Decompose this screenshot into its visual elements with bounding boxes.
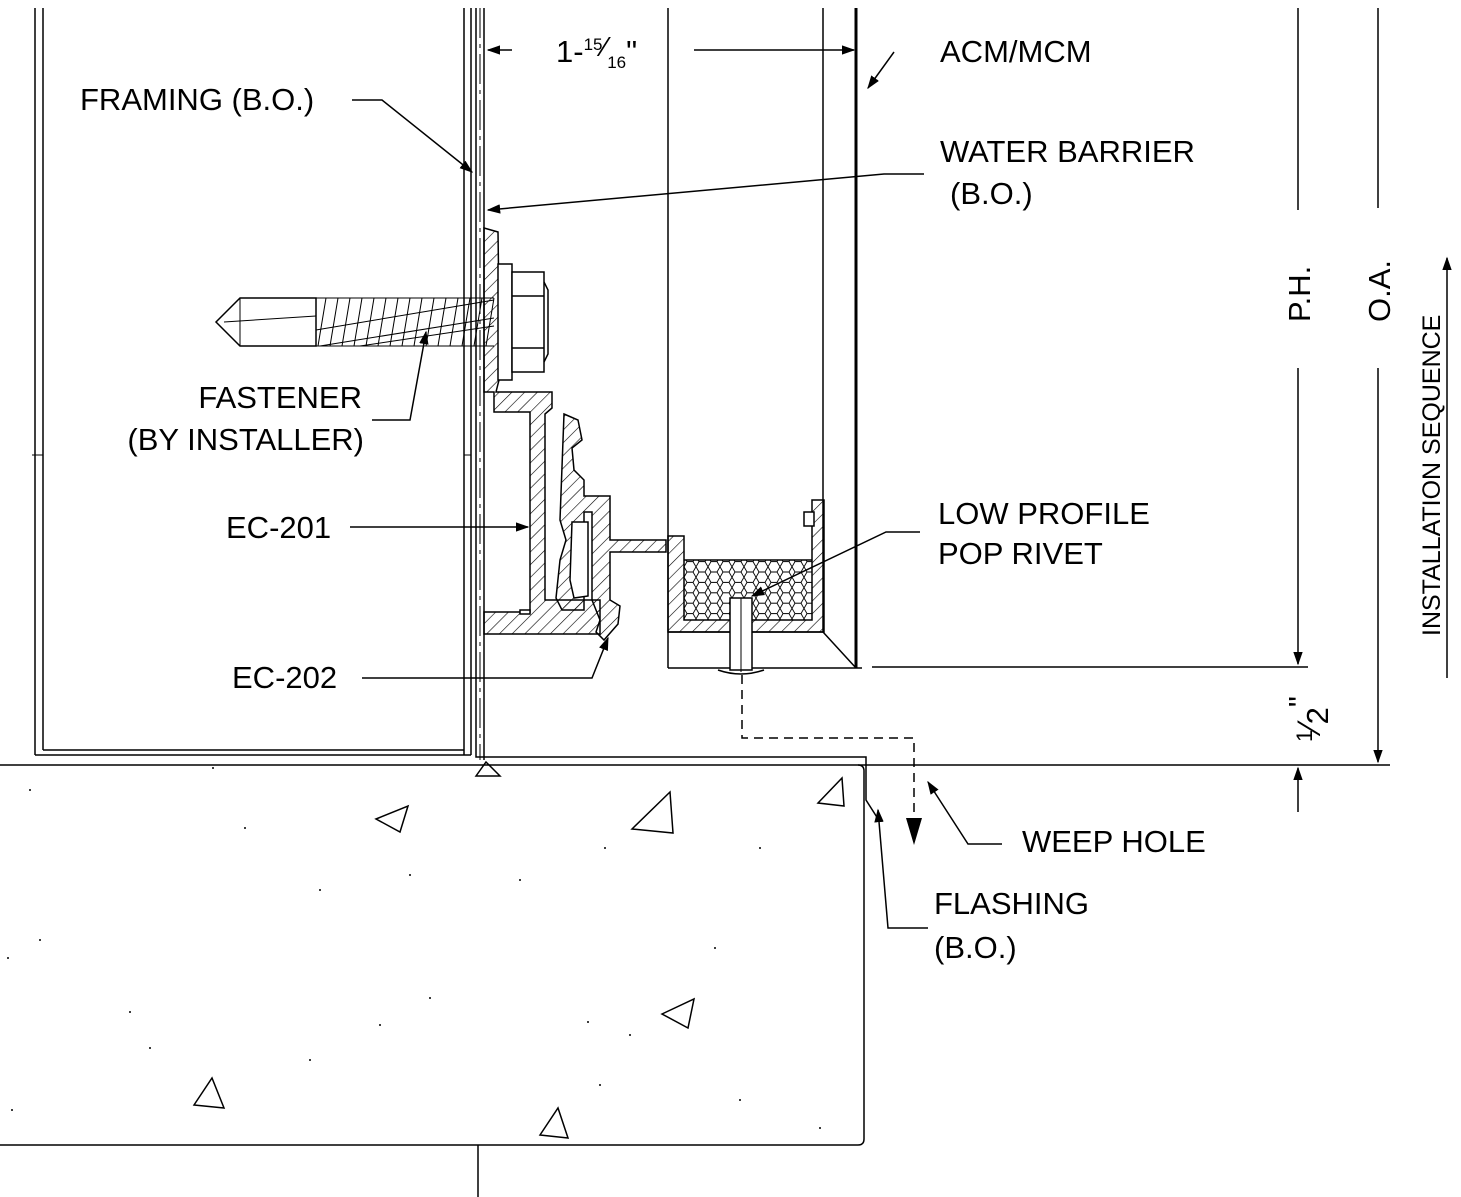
- dim-width-unit: ": [626, 34, 637, 69]
- dim-width-num: 15: [584, 35, 603, 54]
- label-pop-rivet: POP RIVET: [938, 536, 1103, 571]
- dimension-width-text: 1-15⁄16": [556, 31, 637, 72]
- label-flashing-bo: (B.O.): [934, 930, 1017, 965]
- dimension-gap-text: 1⁄2": [1282, 696, 1335, 742]
- label-framing: FRAMING (B.O.): [80, 82, 314, 117]
- concrete-aggregate-marks: [7, 760, 845, 1139]
- label-low-profile: LOW PROFILE: [938, 496, 1150, 531]
- panel-height-dimension: [872, 8, 1308, 668]
- svg-text:1⁄2": 1⁄2": [1282, 696, 1335, 742]
- fastener-threads: [315, 297, 495, 347]
- label-installation-sequence: INSTALLATION SEQUENCE: [1418, 315, 1446, 636]
- label-ec-202: EC-202: [232, 660, 337, 695]
- concrete-slab: [0, 760, 1390, 1197]
- label-weep-hole: WEEP HOLE: [1022, 824, 1206, 859]
- label-fastener-by-installer: (BY INSTALLER): [127, 422, 364, 457]
- label-acm-mcm: ACM/MCM: [940, 34, 1092, 69]
- label-ec-201: EC-201: [226, 510, 331, 545]
- label-flashing: FLASHING: [934, 886, 1089, 921]
- fastener-screw: [214, 263, 549, 381]
- leader-lines: [350, 51, 1002, 929]
- dim-width-den: 16: [607, 53, 626, 72]
- label-fastener: FASTENER: [198, 380, 362, 415]
- dim-gap-den: 2: [1300, 707, 1335, 724]
- label-water-barrier-bo: (B.O.): [950, 176, 1033, 211]
- label-overall: O.A.: [1362, 260, 1397, 322]
- dim-gap-num: 1: [1292, 730, 1317, 742]
- framing-stud: [32, 8, 472, 756]
- flashing: [475, 8, 881, 823]
- dim-gap-unit: ": [1282, 696, 1317, 707]
- ec-202-hook: [555, 412, 667, 642]
- label-water-barrier: WATER BARRIER: [940, 134, 1195, 169]
- pop-rivet: [717, 597, 765, 675]
- svg-text:1-15⁄16": 1-15⁄16": [556, 31, 637, 72]
- dim-width-whole: 1-: [556, 34, 584, 69]
- weep-path: [741, 675, 922, 845]
- label-panel-height: P.H.: [1282, 266, 1317, 322]
